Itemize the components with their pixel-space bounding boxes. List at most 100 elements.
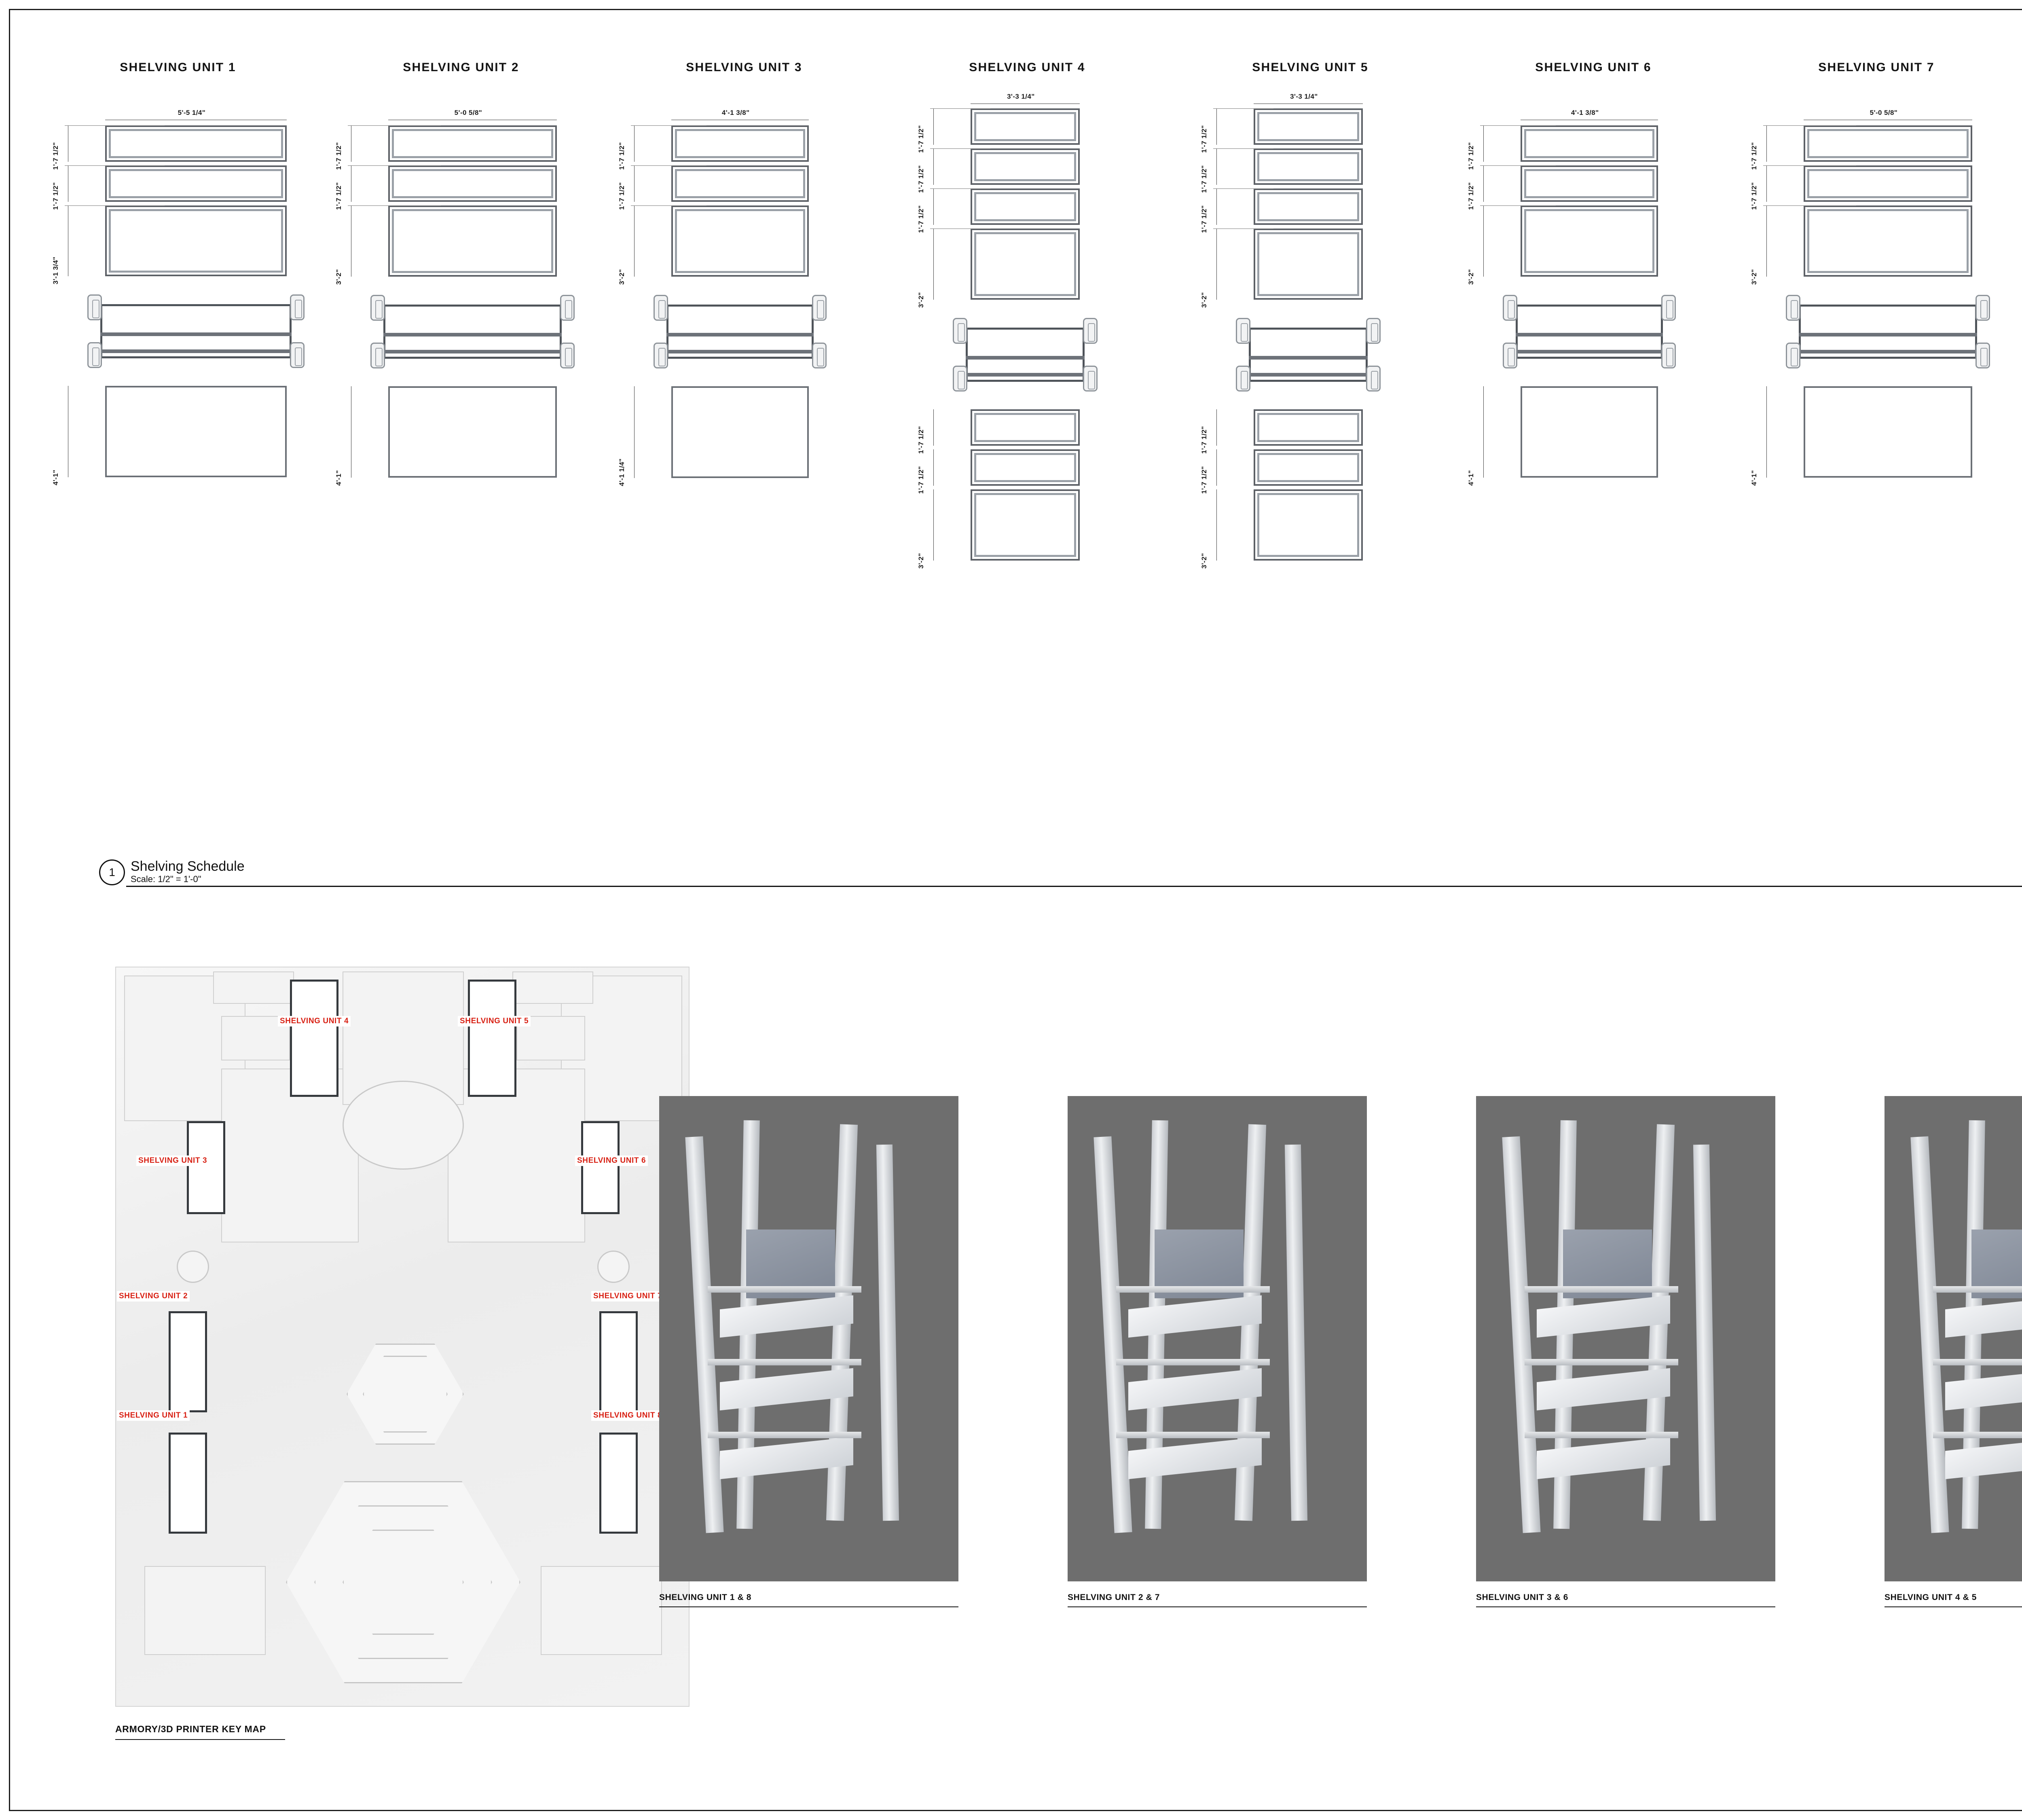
height-dimension: 1'-7 1/2"	[618, 142, 626, 170]
height-dimension-line	[1216, 449, 1217, 486]
render-post	[1093, 1136, 1132, 1533]
render-beam	[1933, 1432, 2022, 1438]
plan-footprint	[671, 386, 809, 478]
keymap-arc	[343, 1081, 464, 1170]
shelf-elevation	[388, 205, 557, 277]
shelf-elevation	[105, 125, 287, 162]
shelving-unit-drawing: 5'-5 1/4"1'-7 1/2"1'-7 1/2"3'-1 3/4"4'-1…	[2018, 91, 2022, 798]
height-dimension: 1'-7 1/2"	[618, 182, 626, 210]
height-dimension: 1'-7 1/2"	[1467, 142, 1475, 170]
shelving-unit-title: SHELVING UNIT 4	[969, 61, 1085, 74]
caster-icon	[1503, 342, 1517, 368]
extension-line	[65, 205, 165, 206]
armory-3d-printer-key-map[interactable]: SHELVING UNIT 4 SHELVING UNIT 5 SHELVING U…	[115, 967, 690, 1707]
caster-icon	[1661, 342, 1676, 368]
shelf-elevation	[971, 148, 1080, 185]
width-dimension: 5'-0 5/8"	[454, 109, 482, 116]
render-shelf	[1945, 1295, 2022, 1338]
view-title-rule	[126, 886, 2022, 887]
extension-line	[1480, 205, 1556, 206]
render-beam	[1525, 1359, 1678, 1365]
shelving-unit-title: SHELVING UNIT 5	[1252, 61, 1368, 74]
height-dimension-line	[634, 125, 635, 162]
shelving-unit-title: SHELVING UNIT 1	[120, 61, 236, 74]
key-map-caption-rule	[115, 1739, 285, 1740]
caster-icon	[953, 317, 967, 344]
shelf-elevation	[1254, 409, 1363, 446]
view-title-text: Shelving Schedule	[131, 859, 245, 874]
keymap-shelving-unit-2	[468, 980, 516, 1097]
keymap-shelving-unit-8	[599, 1433, 638, 1534]
height-dimension: 1'-7 1/2"	[1200, 165, 1208, 193]
keymap-seating	[144, 1566, 266, 1655]
keymap-console	[448, 1069, 585, 1242]
height-dimension-line	[1766, 125, 1767, 162]
keymap-callout-label[interactable]: SHELVING UNIT 8	[591, 1410, 664, 1421]
section-rail	[383, 332, 562, 336]
shelving-unit-drawing: 5'-5 1/4"1'-7 1/2"1'-7 1/2"3'-1 3/4"4'-1…	[36, 91, 319, 798]
shelf-elevation	[1521, 125, 1658, 162]
caster-icon	[290, 342, 305, 368]
extension-line	[1213, 108, 1273, 109]
caster-icon	[370, 342, 385, 368]
keymap-callout-label[interactable]: SHELVING UNIT 2	[117, 1291, 190, 1302]
shelving-unit-drawing: 4'-1 3/8"1'-7 1/2"1'-7 1/2"3'-2"4'-1"	[1452, 91, 1735, 798]
section-frame	[100, 304, 292, 358]
shelving-unit-title: SHELVING UNIT 7	[1818, 61, 1935, 74]
plan-footprint	[1521, 386, 1658, 478]
depth-dimension-line	[1766, 386, 1767, 478]
shelf-elevation	[971, 229, 1080, 300]
key-map-caption: ARMORY/3D PRINTER KEY MAP	[115, 1724, 266, 1734]
extension-line	[930, 188, 990, 189]
shelving-unit-column-1: SHELVING UNIT 1 5'-5 1/4"1'-7 1/2"1'-7 1/…	[36, 61, 319, 849]
shelving-unit-section-view	[654, 294, 827, 368]
keymap-callout-label[interactable]: SHELVING UNIT 3	[136, 1155, 209, 1166]
keymap-seating	[541, 1566, 662, 1655]
extension-line	[65, 125, 165, 126]
shelving-unit-section-view	[1786, 294, 1990, 368]
render-post	[685, 1136, 724, 1533]
height-dimension-line	[1483, 205, 1484, 277]
shelving-render-1[interactable]	[659, 1096, 958, 1581]
shelf-elevation	[1254, 188, 1363, 225]
shelf-elevation	[388, 165, 557, 202]
depth-dimension: 4'-1"	[1750, 470, 1758, 486]
height-dimension: 1'-7 1/2"	[335, 142, 343, 170]
extension-line	[348, 125, 441, 126]
caster-icon	[1975, 342, 1990, 368]
caster-icon	[654, 342, 668, 368]
keymap-counter	[512, 971, 593, 1004]
section-rail	[666, 349, 814, 353]
keymap-callout-label[interactable]: SHELVING UNIT 1	[117, 1410, 190, 1421]
height-dimension: 1'-7 1/2"	[917, 426, 925, 454]
section-frame	[966, 327, 1085, 382]
plan-footprint	[388, 386, 557, 478]
height-dimension: 1'-7 1/2"	[1750, 182, 1758, 210]
shelf-elevation	[1804, 165, 1973, 202]
shelving-unit-drawing: 5'-0 5/8"1'-7 1/2"1'-7 1/2"3'-2"4'-1"	[1735, 91, 2018, 798]
render-beam	[1116, 1359, 1270, 1365]
caster-icon	[560, 294, 575, 321]
shelf-elevation	[1254, 229, 1363, 300]
shelving-render-3[interactable]	[1476, 1096, 1775, 1581]
height-dimension-line	[1216, 188, 1217, 225]
section-rail	[966, 356, 1085, 360]
keymap-callout-label[interactable]: SHELVING UNIT 6	[575, 1155, 648, 1166]
shelf-elevation	[1521, 165, 1658, 202]
height-dimension-line	[1216, 229, 1217, 300]
shelving-render-4[interactable]	[1885, 1096, 2022, 1581]
render-caption: SHELVING UNIT 4 & 5	[1885, 1593, 1977, 1602]
section-rail	[1249, 372, 1368, 377]
height-dimension-line	[933, 489, 934, 561]
keymap-callout-label[interactable]: SHELVING UNIT 4	[278, 1016, 351, 1026]
extension-line	[1480, 125, 1556, 126]
section-frame	[1249, 327, 1368, 382]
caster-icon	[1786, 294, 1800, 321]
keymap-callout-label[interactable]: SHELVING UNIT 7	[591, 1291, 664, 1302]
keymap-callout-label[interactable]: SHELVING UNIT 5	[458, 1016, 531, 1026]
caster-icon	[953, 365, 967, 392]
shelving-render-2[interactable]	[1068, 1096, 1367, 1581]
section-frame	[1799, 304, 1978, 359]
